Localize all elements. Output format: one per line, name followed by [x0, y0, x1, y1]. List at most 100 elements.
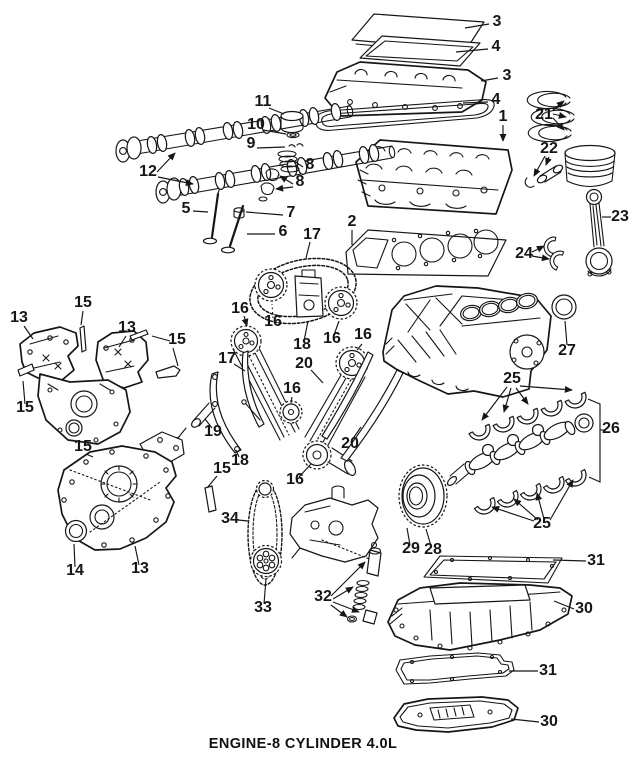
chain-tensioner-drawing — [294, 269, 324, 318]
callout-30: 30 — [575, 600, 593, 617]
chain-guide-rail-drawing — [321, 351, 374, 440]
chain-band-left — [232, 343, 300, 441]
cover-plate-gasket-drawing — [359, 35, 481, 67]
connecting-rod-drawing — [585, 188, 613, 277]
callout-3: 3 — [503, 67, 512, 84]
callout-20: 20 — [295, 355, 313, 372]
callout-17: 17 — [303, 226, 321, 243]
main-bearings-lower-drawing — [473, 468, 591, 519]
leader-lines — [241, 241, 340, 342]
callout-32: 32 — [314, 588, 332, 605]
leader-lines — [192, 107, 304, 235]
valve-cover-assembly: 3 4 3 4 — [314, 13, 512, 131]
callout-18: 18 — [231, 452, 249, 469]
callout-3: 3 — [493, 13, 502, 30]
callout-16: 16 — [264, 313, 282, 330]
callout-31: 31 — [539, 662, 557, 679]
callout-9: 9 — [247, 135, 256, 152]
callout-15: 15 — [168, 331, 186, 348]
cam-sprocket-drawing — [254, 268, 288, 302]
valve-seal-drawing — [233, 207, 245, 219]
callout-13: 13 — [131, 560, 149, 577]
gasket-strip-drawing — [17, 363, 35, 377]
upper-chain-drawing — [249, 257, 357, 325]
callout-29: 29 — [402, 540, 420, 557]
oil-pump-body-drawing — [289, 485, 379, 563]
gasket-strip-drawing — [204, 485, 217, 513]
chain-guide-rail-drawing — [340, 369, 404, 462]
callout-2: 2 — [348, 213, 357, 230]
wrist-pin-drawing — [524, 164, 564, 188]
leader-lines — [455, 23, 499, 104]
valve-shim-drawing — [286, 131, 300, 139]
cylinder-head-drawing — [355, 139, 513, 215]
callout-25: 25 — [533, 515, 551, 532]
callout-8: 8 — [306, 156, 315, 173]
callout-19: 19 — [204, 423, 222, 440]
callout-15: 15 — [213, 460, 231, 477]
leader-lines — [22, 310, 179, 405]
callout-5: 5 — [182, 200, 191, 217]
callout-30: 30 — [540, 713, 558, 730]
crank-pulley-drawing — [398, 464, 448, 528]
engine-block-group: 27 — [382, 285, 577, 398]
piston-rod-group: 21 22 23 24 — [515, 90, 629, 277]
callout-17: 17 — [218, 350, 236, 367]
gasket-strip-drawing — [79, 325, 87, 353]
callout-4: 4 — [492, 91, 501, 108]
engine-block-drawing — [382, 285, 552, 398]
cylinder-head-group: 1 2 — [345, 108, 513, 277]
callout-27: 27 — [558, 342, 576, 359]
callout-15: 15 — [74, 438, 92, 455]
lower-timing-cover-group: 15 14 13 — [57, 431, 217, 579]
callout-13: 13 — [10, 309, 28, 326]
callout-16: 16 — [286, 471, 304, 488]
leader-lines — [204, 343, 363, 489]
callout-33: 33 — [254, 599, 272, 616]
idler-sprocket-drawing — [279, 400, 303, 424]
oil-pan-group: 31 30 31 30 — [387, 552, 605, 733]
callout-25: 25 — [503, 370, 521, 387]
chain-guide-rail-drawing — [209, 371, 242, 454]
tensioner-rail-drawing — [241, 350, 265, 428]
front-crank-seal-drawing — [64, 519, 88, 543]
callout-7: 7 — [287, 204, 296, 221]
timing-cover-left-drawing — [19, 326, 79, 381]
valvetrain-group: 11 10 9 8 8 7 6 5 — [182, 93, 315, 254]
lifter-bucket-drawing — [280, 110, 304, 122]
callout-6: 6 — [279, 223, 288, 240]
callout-24: 24 — [515, 245, 533, 262]
valve-cover-gasket-drawing — [314, 99, 495, 131]
callout-8: 8 — [296, 173, 305, 190]
gasket-bracket-drawing — [155, 365, 181, 379]
callout-20: 20 — [341, 435, 359, 452]
callout-16: 16 — [283, 380, 301, 397]
upper-timing-chain-group: 17 16 16 18 16 — [231, 226, 358, 353]
rear-main-seal-drawing — [551, 294, 577, 320]
callout-31: 31 — [587, 552, 605, 569]
callout-21: 21 — [535, 106, 553, 123]
callout-12: 12 — [139, 163, 157, 180]
main-timing-chain-group: 16 17 20 16 19 18 20 15 16 — [174, 325, 404, 489]
diagram-caption: ENGINE-8 CYLINDER 4.0L — [209, 736, 397, 752]
cam-sprocket-drawing — [230, 325, 262, 357]
callout-16: 16 — [231, 300, 249, 317]
valve-drawing — [220, 204, 245, 254]
callout-11: 11 — [255, 93, 272, 110]
gasket-strip-drawing — [129, 329, 149, 341]
oil-pump-sprocket-drawing — [249, 544, 283, 578]
chain-band-right — [304, 373, 366, 448]
callout-1: 1 — [499, 108, 508, 125]
valve-keepers-drawing — [288, 143, 304, 148]
leader-lines — [509, 559, 587, 723]
callout-15: 15 — [16, 399, 34, 416]
upper-oil-pan-drawing — [387, 582, 573, 651]
callout-16: 16 — [323, 330, 341, 347]
callout-4: 4 — [492, 38, 501, 55]
callout-16: 16 — [354, 326, 372, 343]
upper-pan-gasket-drawing — [423, 555, 563, 584]
callout-13: 13 — [118, 319, 136, 336]
head-gasket-drawing — [345, 229, 507, 277]
